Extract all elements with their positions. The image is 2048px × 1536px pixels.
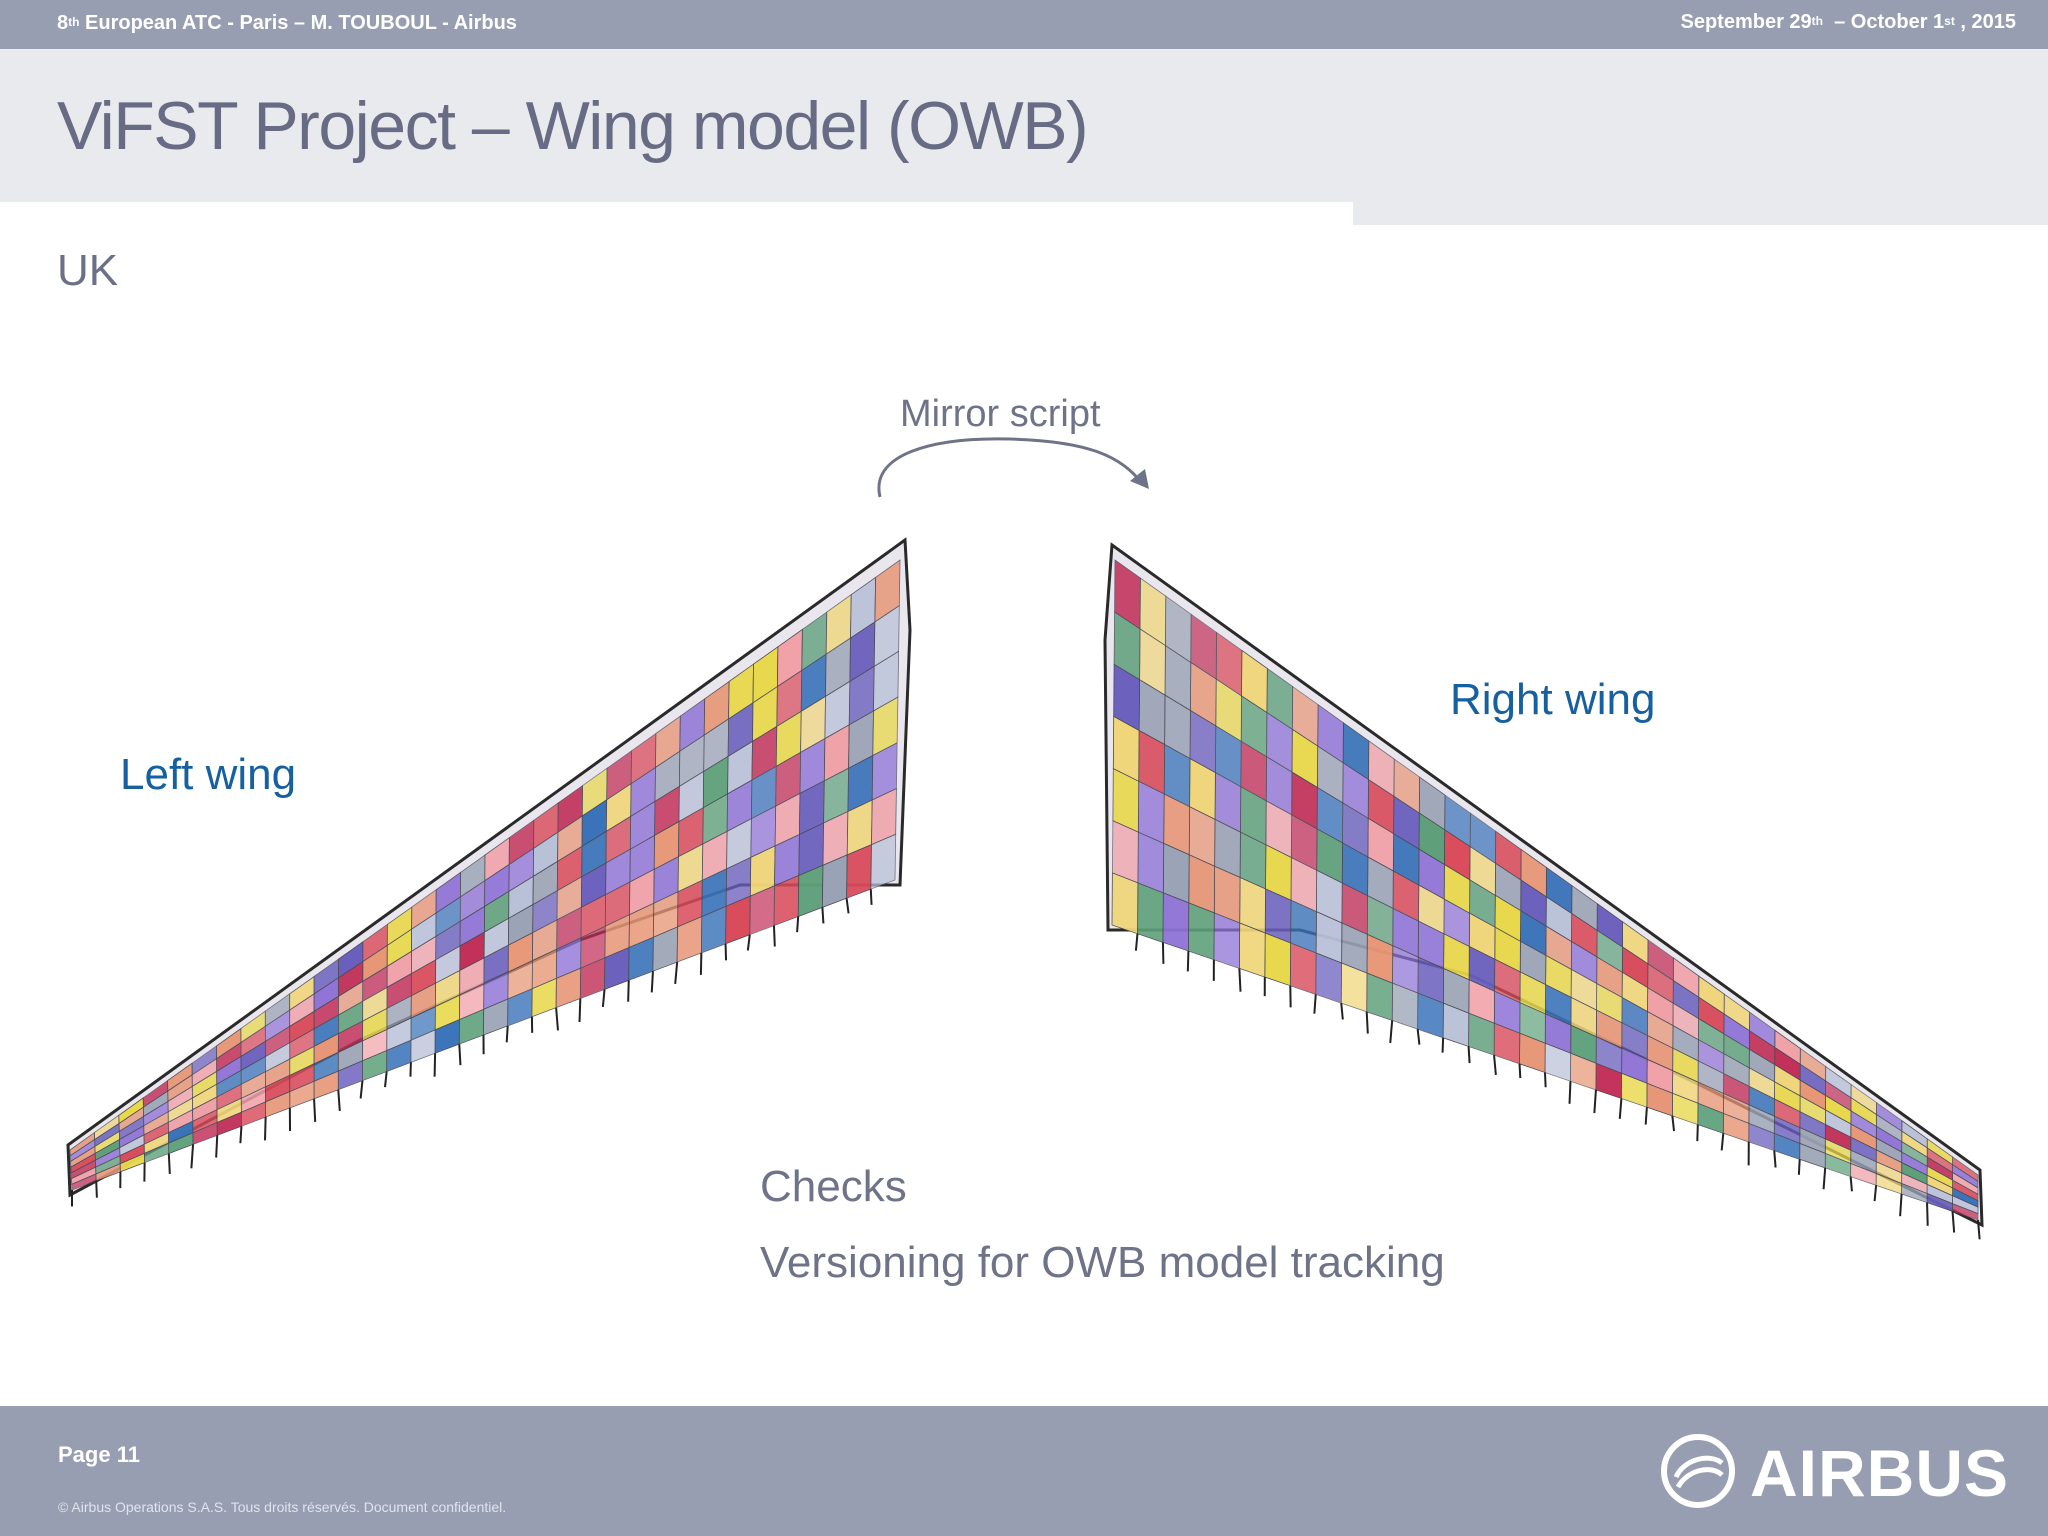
right-wing-stringer [1467,1046,1471,1064]
right-wing-stringer [1822,1167,1827,1190]
left-wing-stringer [313,1098,317,1123]
right-wing-stringer [1568,1081,1572,1104]
right-wing-stringer [1416,1029,1421,1045]
right-wing-stringer [1389,1020,1394,1044]
left-wing-stringers [70,889,873,1207]
slide-title: ViFST Project – Wing model (OWB) [57,88,1089,164]
right-wing-stringer [1340,1002,1344,1020]
left-wing-stringer [796,916,800,933]
right-wing-stringer [1134,933,1139,951]
right-wing-stringer [1441,1037,1445,1053]
right-wing-stringer [1977,1219,1981,1240]
left-wing-stringer [215,1135,219,1158]
mirror-arrow-curve [877,437,1145,498]
right-wing-panel [1213,912,1241,969]
mirror-arrow [877,437,1149,498]
right-wing-stringer [1797,1159,1801,1175]
left-wing-stringer [650,971,654,993]
right-wing-panel [1111,820,1139,884]
right-wing-stringer [1696,1124,1699,1142]
right-wing-stringer [1313,994,1317,1014]
right-wing-stringer [1951,1211,1956,1233]
right-wing-image [1103,542,1984,1240]
right-wing-panel [1238,922,1266,978]
left-wing-stringer [627,980,630,1002]
right-wing-stringer [1849,1176,1853,1192]
right-wing-stringer [1365,1011,1369,1034]
title-band-notch [0,202,1353,226]
left-wing-stringer [190,1144,195,1169]
left-wing-panel [870,833,897,890]
right-wing-stringer [1618,1098,1623,1119]
right-wing-stringer [1493,1055,1497,1076]
right-wing-panel [1137,882,1164,943]
top-header-bar: 8th European ATC - Paris – M. TOUBOUL - … [0,0,2048,49]
right-wing-stringers [1134,933,1981,1240]
mirror-script-label: Mirror script [900,393,1101,435]
right-wing-stringer [1926,1202,1929,1226]
left-wing-label: Left wing [120,750,297,799]
bullet-versioning: Versioning for OWB model tracking [760,1238,1445,1287]
right-wing-stringer [1671,1115,1676,1132]
left-wing-stringer [821,907,825,924]
title-band [0,49,2048,226]
left-wing-stringer [384,1071,388,1088]
copyright-notice: © Airbus Operations S.A.S. Tous droits r… [58,1499,507,1515]
left-wing-stringer [337,1089,341,1111]
right-wing-stringer [1644,1107,1648,1125]
left-wing-stringer [458,1044,462,1066]
right-wing-panel [1111,872,1139,935]
right-wing-stringer [1899,1193,1903,1217]
airbus-emblem-icon [1661,1434,1735,1508]
page-number: Page 11 [58,1442,140,1467]
event-dates: September 29th – October 1st , 2015 [1680,11,2017,33]
left-wing-stringer [601,989,606,1008]
left-wing-stringer [505,1025,509,1043]
left-wing-stringer [869,889,873,905]
bullet-checks: Checks [760,1162,907,1211]
right-wing-panel [1187,902,1215,961]
right-wing-panels [1111,559,1979,1221]
left-wing-stringer [746,934,751,951]
right-wing-label: Right wing [1450,675,1656,724]
left-wing-stringer [263,1117,267,1141]
left-wing-image [66,537,912,1207]
footer-bar: Page 11 © Airbus Operations S.A.S. Tous … [0,1406,2048,1536]
left-wing-stringer [578,998,582,1023]
left-wing-stringer [95,1180,98,1198]
right-wing-stringer [1773,1150,1777,1168]
right-wing-stringer [1238,968,1242,992]
mirror-arrow-head [1130,469,1149,489]
left-wing-stringer [845,898,850,914]
left-wing-stringer [772,925,776,947]
right-wing-stringer [1873,1185,1878,1202]
slide-subtitle: UK [57,246,119,295]
left-wing-stringer [359,1080,364,1099]
left-wing-stringer [239,1126,243,1144]
right-wing-stringer [1720,1133,1725,1151]
right-wing-stringer [1544,1072,1547,1088]
right-wing-panel [1162,892,1190,952]
left-wing-stringer [555,1007,559,1031]
left-wing-stringer [167,1153,171,1174]
left-wing-panels [69,559,901,1191]
right-wing-stringer [1593,1089,1597,1114]
right-wing-stringer [1518,1063,1522,1079]
event-info: 8th European ATC - Paris – M. TOUBOUL - … [57,12,517,34]
airbus-logo: AIRBUS [1660,1431,2008,1511]
left-wing-stringer [674,961,679,985]
right-wing-stringer [1186,951,1190,972]
airbus-wordmark: AIRBUS [1750,1436,2010,1510]
